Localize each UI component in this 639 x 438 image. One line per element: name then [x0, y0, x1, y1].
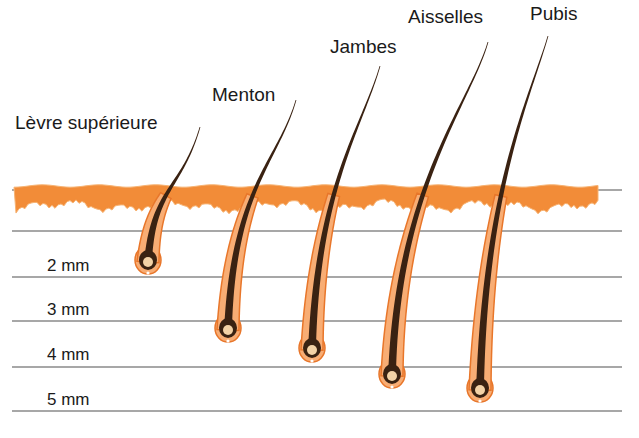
hair-zone-label: Jambes: [330, 36, 397, 58]
hair-group: [135, 36, 548, 403]
depth-label: 4 mm: [47, 345, 90, 365]
depth-label: 2 mm: [47, 256, 90, 276]
scale-line: [12, 366, 622, 367]
hair-follicle: [299, 66, 380, 363]
hair-zone-label: Aisselles: [408, 6, 483, 28]
depth-label: 5 mm: [47, 390, 90, 410]
hair-shaft: [308, 66, 380, 350]
hair-shaft: [224, 100, 296, 330]
hair-shaft: [476, 36, 548, 390]
hair-shaft: [144, 127, 200, 262]
bulb-dot: [310, 359, 313, 362]
depth-label: 3 mm: [47, 300, 90, 320]
bulb-dot: [226, 339, 229, 342]
follicle-sheath: [381, 193, 428, 376]
hair-follicle: [215, 100, 296, 343]
dermal-papilla: [223, 325, 233, 335]
hair-follicle: [467, 36, 548, 403]
scale-line: [12, 410, 622, 411]
dermal-papilla: [307, 345, 317, 355]
bulb-dot: [146, 271, 149, 274]
hair-bulb: [219, 318, 237, 338]
dermal-papilla: [143, 257, 153, 267]
hair-bulb: [383, 364, 401, 384]
hair-bulb: [471, 378, 489, 398]
hair-follicle: [135, 127, 200, 275]
hair-bulb: [139, 250, 157, 270]
hair-zone-label: Pubis: [530, 3, 578, 25]
bulb-dot: [390, 385, 393, 388]
dermal-papilla: [387, 371, 397, 381]
hair-bulb: [303, 338, 321, 358]
bulb-dot: [478, 399, 481, 402]
hair-zone-label: Lèvre supérieure: [15, 112, 158, 134]
dermal-papilla: [475, 385, 485, 395]
hair-zone-label: Menton: [212, 84, 275, 106]
skin-layer: [14, 185, 598, 214]
